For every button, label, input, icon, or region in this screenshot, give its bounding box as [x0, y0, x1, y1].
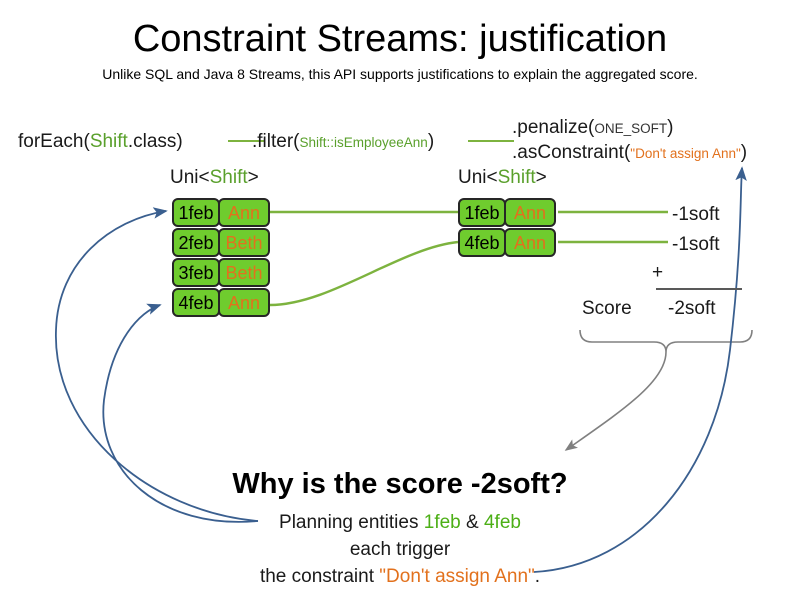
explanation-line1-amp: &	[460, 512, 484, 533]
shift-employee: Beth	[218, 258, 270, 287]
table-row[interactable]: 2feb Beth	[172, 228, 270, 257]
table-row[interactable]: 3feb Beth	[172, 258, 270, 287]
explanation-line1-prefix: Planning entities	[279, 512, 424, 533]
as-constraint-tail: )	[740, 142, 748, 163]
filter-arg: Shift::isEmployeeAnn	[299, 135, 428, 150]
penalize-arg: ONE_SOFT	[594, 121, 668, 136]
explanation-constraint-name: "Don't assign Ann"	[379, 566, 535, 587]
explanation-line-3: the constraint "Don't assign Ann".	[0, 566, 800, 588]
shift-employee: Ann	[504, 228, 556, 257]
stream-table-right: 1feb Ann 4feb Ann	[458, 198, 556, 258]
shift-date: 4feb	[172, 288, 220, 317]
shift-employee: Ann	[218, 288, 270, 317]
penalize-tail: )	[667, 117, 674, 138]
page-subtitle: Unlike SQL and Java 8 Streams, this API …	[102, 66, 698, 82]
stream-table-left: 1feb Ann 2feb Beth 3feb Beth 4feb Ann	[172, 198, 270, 318]
explanation-heading: Why is the score -2soft?	[232, 468, 568, 500]
pipeline-connector-2	[468, 140, 514, 142]
score-brace	[564, 329, 753, 451]
score-total: -2soft	[668, 298, 716, 319]
shift-date: 4feb	[458, 228, 506, 257]
filter-tail: )	[427, 131, 435, 152]
uni-left-prefix: Uni<	[170, 167, 210, 188]
as-constraint-arg: "Don't assign Ann"	[630, 146, 741, 161]
shift-date: 1feb	[172, 198, 220, 227]
explanation-entity-b: 4feb	[483, 512, 521, 533]
shift-employee: Ann	[218, 198, 270, 227]
uni-label-right: Uni<Shift>	[458, 167, 547, 189]
explanation-line-2: each trigger	[349, 539, 451, 560]
table-row[interactable]: 4feb Ann	[172, 288, 270, 317]
explanation-entity-a: 1feb	[423, 512, 461, 533]
page-title: Constraint Streams: justification	[132, 18, 668, 60]
code-filter: .filter(Shift::isEmployeeAnn)	[252, 131, 434, 153]
shift-date: 1feb	[458, 198, 506, 227]
explanation-line-1: Planning entities 1feb & 4feb	[0, 512, 800, 534]
foreach-method: forEach(	[18, 131, 90, 152]
uni-left-suffix: >	[247, 167, 259, 188]
foreach-type: Shift	[89, 131, 128, 152]
uni-right-type: Shift	[497, 167, 536, 188]
table-row[interactable]: 1feb Ann	[458, 198, 556, 227]
pipeline-connector-1	[228, 140, 264, 142]
uni-left-type: Shift	[209, 167, 248, 188]
shift-date: 3feb	[172, 258, 220, 287]
shift-employee: Beth	[218, 228, 270, 257]
filter-method: .filter(	[252, 131, 300, 152]
foreach-tail: .class)	[127, 131, 183, 152]
sum-rule-line	[656, 288, 742, 290]
as-constraint-method: .asConstraint(	[512, 142, 631, 163]
sum-operator: +	[652, 262, 664, 283]
uni-label-left: Uni<Shift>	[170, 167, 259, 189]
explanation-line3-suffix: .	[534, 566, 541, 587]
uni-right-suffix: >	[535, 167, 547, 188]
code-foreach: forEach(Shift.class)	[18, 131, 183, 153]
table-row[interactable]: 1feb Ann	[172, 198, 270, 227]
code-penalize: .penalize(ONE_SOFT)	[512, 117, 673, 139]
code-as-constraint: .asConstraint("Don't assign Ann")	[512, 142, 747, 164]
shift-date: 2feb	[172, 228, 220, 257]
uni-right-prefix: Uni<	[458, 167, 498, 188]
penalize-method: .penalize(	[512, 117, 595, 138]
score-impact-1: -1soft	[672, 204, 720, 225]
score-label: Score	[582, 298, 632, 319]
table-row[interactable]: 4feb Ann	[458, 228, 556, 257]
explanation-line3-prefix: the constraint	[259, 566, 380, 587]
shift-employee: Ann	[504, 198, 556, 227]
score-impact-2: -1soft	[672, 234, 720, 255]
